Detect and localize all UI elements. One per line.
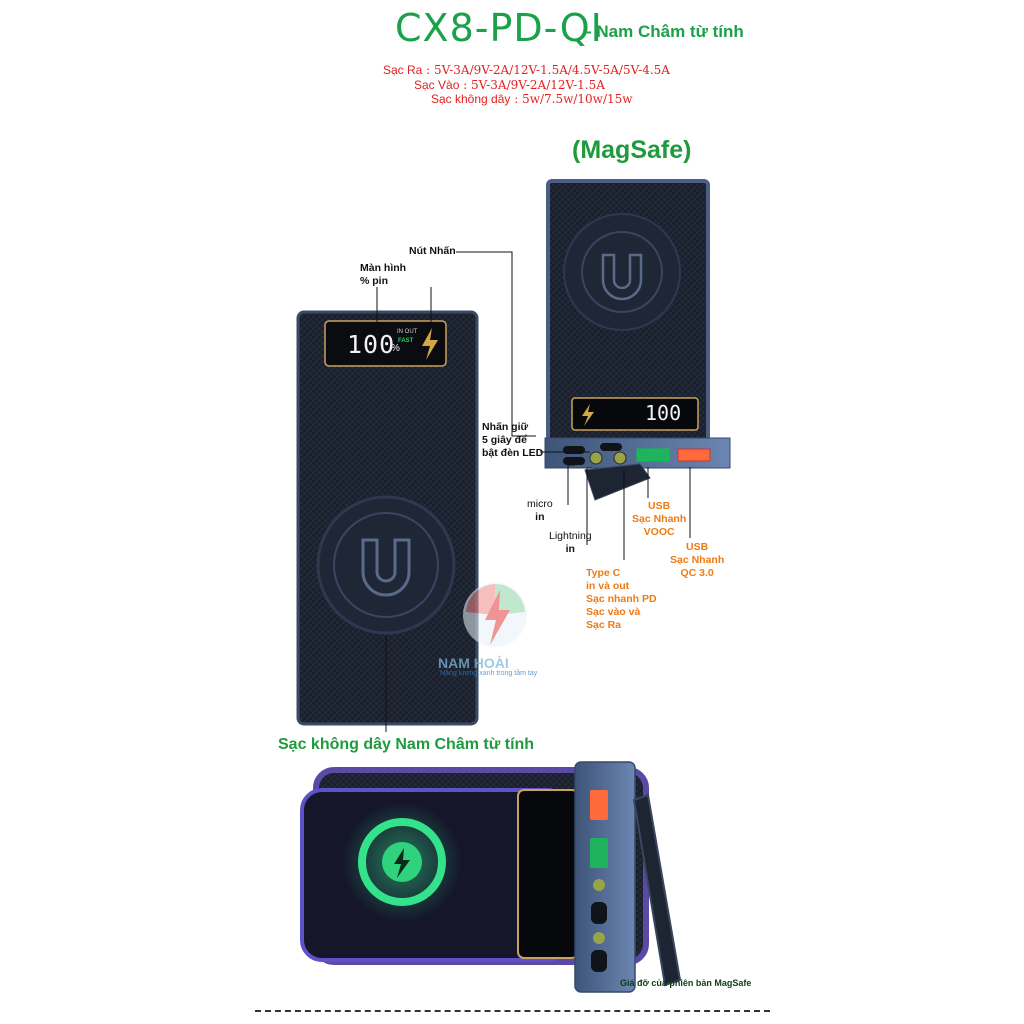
screen-callout: Màn hình % pin — [360, 262, 406, 288]
callout-line: Type C — [586, 567, 621, 579]
callout-line: micro — [527, 498, 553, 510]
dashed-divider — [255, 1010, 770, 1012]
callout-line: Sạc nhanh PD — [586, 593, 657, 605]
callout-line: in — [535, 511, 545, 523]
wireless-charging-render — [300, 761, 682, 993]
button-callout: Nút Nhấn — [409, 245, 456, 257]
callout-line: Sạc Nhanh — [632, 513, 687, 525]
spec-label: Sạc không dây — [431, 92, 511, 106]
front-view-powerbank — [296, 310, 479, 726]
model-subtitle: - Nam Châm từ tính — [586, 22, 744, 41]
callout-line: Sạc Nhanh — [670, 554, 725, 566]
spec-value: 5V-3A/9V-2A/12V-1.5A — [471, 78, 605, 92]
spec-label: Sạc Ra — [383, 63, 423, 77]
percent-sign: % — [391, 343, 400, 354]
wireless-caption: Sạc không dây Nam Châm từ tính — [278, 736, 535, 753]
callout-line: in — [565, 543, 575, 555]
callout-line: in và out — [586, 580, 630, 592]
micro-callout: micro in — [527, 498, 553, 524]
spec-value: 5w/7.5w/10w/15w — [522, 92, 633, 106]
side-view-powerbank — [544, 179, 731, 501]
callout-lines — [376, 251, 691, 732]
callout-line: QC 3.0 — [680, 567, 714, 579]
spec-label: Sạc Vào — [414, 78, 460, 92]
in-out-indicator: IN OUT — [397, 329, 418, 335]
callout-line: % pin — [360, 275, 388, 287]
vooc-callout: USB Sạc Nhanh VOOC — [632, 500, 686, 539]
lightning-callout: Lightning in — [549, 530, 592, 556]
battery-percent-display: 100 — [347, 330, 396, 359]
qc-callout: USB Sạc Nhanh QC 3.0 — [670, 541, 724, 580]
callout-line: Sạc Ra — [586, 619, 622, 631]
model-title: CX8-PD-QI — [395, 6, 603, 50]
callout-line: bật đèn LED — [482, 447, 544, 459]
spec-input: Sạc Vào : 5V-3A/9V-2A/12V-1.5A — [414, 78, 605, 92]
stand-caption: Giá đỡ của phiên bản MagSafe — [620, 978, 752, 988]
callout-line: Lightning — [549, 530, 592, 542]
magsafe-label: (MagSafe) — [572, 136, 692, 164]
callout-line: Màn hình — [360, 262, 407, 274]
brand-logo — [463, 583, 527, 647]
side-battery-percent: 100 — [645, 401, 682, 425]
spec-value: 5V-3A/9V-2A/12V-1.5A/4.5V-5A/5V-4.5A — [434, 63, 670, 77]
fast-indicator: FAST — [398, 338, 414, 344]
hold-led-callout: Nhấn giữ 5 giây để bật đèn LED — [482, 421, 543, 460]
callout-line: 5 giây để — [482, 434, 527, 446]
callout-line: USB — [648, 500, 671, 512]
brand-watermark: NAM HOÀI — [438, 655, 509, 671]
callout-line: USB — [686, 541, 709, 553]
brand-slogan: Năng lượng xanh trong tầm tay — [440, 670, 538, 677]
spec-output: Sạc Ra : 5V-3A/9V-2A/12V-1.5A/4.5V-5A/5V… — [383, 63, 670, 77]
spec-wireless: Sạc không dây : 5w/7.5w/10w/15w — [431, 92, 633, 106]
callout-line: VOOC — [643, 526, 675, 538]
typec-callout: Type C in và out Sạc nhanh PD Sạc vào và… — [586, 567, 657, 632]
callout-line: Sạc vào và — [586, 606, 641, 618]
callout-line: Nhấn giữ — [482, 421, 529, 433]
